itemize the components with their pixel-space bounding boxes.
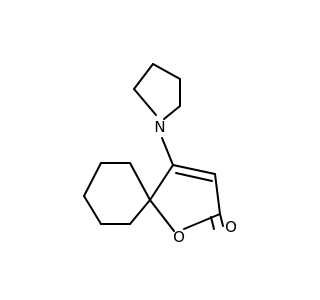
bond: [152, 63, 181, 80]
bond: [149, 164, 174, 201]
atom-ring-oxygen: O: [173, 228, 185, 246]
bond: [219, 213, 224, 227]
bond: [172, 164, 216, 175]
bond: [163, 105, 181, 120]
atom-label-o-carbonyl: O: [225, 218, 237, 236]
bond: [149, 199, 175, 232]
bond-double-inner: [175, 172, 213, 182]
bond: [183, 213, 221, 230]
bond: [161, 137, 174, 166]
bond: [83, 162, 102, 197]
atom-nitrogen: N: [154, 118, 165, 136]
bond: [133, 63, 154, 90]
bond: [210, 216, 215, 230]
bond: [214, 173, 221, 215]
bond: [83, 195, 102, 225]
atom-label-n: N: [154, 118, 165, 136]
atom-label-o-ring: O: [173, 228, 185, 246]
cyclohexane-ring: [83, 162, 151, 225]
bond: [129, 162, 151, 201]
lactone-ring: [149, 164, 224, 232]
bond: [133, 88, 157, 116]
bond: [129, 199, 151, 225]
atom-carbonyl-oxygen: O: [225, 218, 237, 236]
pyrrolidine-ring: [133, 63, 181, 120]
structure-canvas: N O O: [83, 63, 237, 246]
